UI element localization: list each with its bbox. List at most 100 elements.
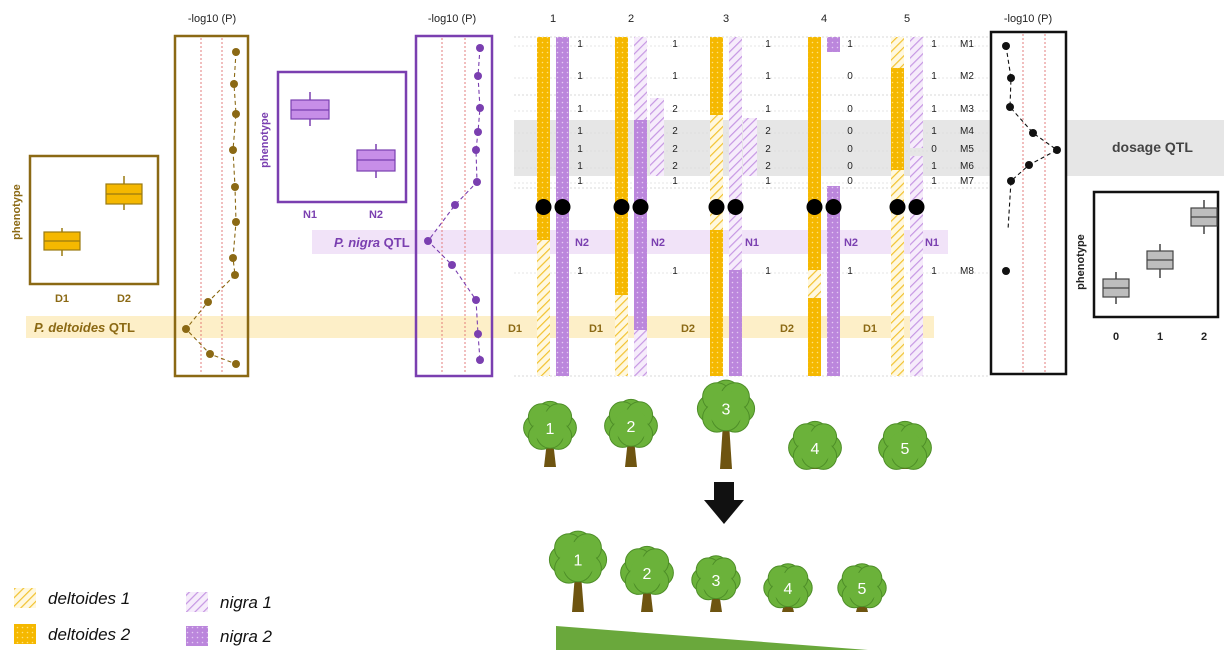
tree-number: 2: [643, 566, 652, 583]
dosage-value: 2: [672, 161, 678, 172]
dosage-x1: 1: [1157, 331, 1163, 343]
dosage-value: 1: [931, 266, 937, 277]
tree-icon: 3: [691, 555, 741, 612]
tree-icon: 4: [763, 563, 813, 612]
deltoides-x1: D1: [55, 293, 69, 305]
chromosome-pairs: [535, 37, 925, 376]
lod-point: [229, 146, 237, 154]
centromere: [727, 199, 744, 215]
dosage-value: 1: [931, 104, 937, 115]
deltoides-box-ylabel: phenotype: [11, 184, 23, 240]
marker-label: M7: [960, 176, 974, 187]
nigra-chromosome-segment: [634, 37, 647, 120]
lod-curve: [185, 51, 237, 365]
centromere: [825, 199, 842, 215]
dosage-value: 1: [765, 176, 771, 187]
dosage-value: 1: [931, 176, 937, 187]
dosage-value: 1: [931, 161, 937, 172]
lod-curve: [1005, 45, 1059, 231]
dosage-value: 1: [577, 71, 583, 82]
dosage-value: 2: [765, 144, 771, 155]
lod-point: [182, 325, 190, 333]
lod-point: [204, 298, 212, 306]
lod-point: [472, 146, 480, 154]
deltoides-chromosome-segment: [808, 298, 821, 376]
nigra-qtl-band: [312, 230, 948, 254]
nigra-allele-label: N1: [925, 237, 939, 249]
dosage-value: 1: [672, 266, 678, 277]
dosage-value: 1: [931, 126, 937, 137]
legend: deltoides 1 deltoides 2 nigra 1 nigra 2: [14, 588, 273, 646]
individual-header: 1: [550, 13, 556, 25]
tree-number: 4: [784, 581, 793, 598]
dosage-value: 1: [672, 176, 678, 187]
dosage-box-ylabel: phenotype: [1075, 234, 1087, 290]
dosage-value: 1: [847, 266, 853, 277]
marker-label: M2: [960, 71, 974, 82]
marker-label: M4: [960, 126, 974, 137]
tree-icon: 5: [837, 563, 887, 612]
dosage-value: 1: [765, 39, 771, 50]
lod-point: [474, 128, 482, 136]
deltoides-lod-plot: -log10 (P): [173, 13, 250, 378]
tree-number: 3: [722, 402, 731, 419]
lod-point: [1007, 74, 1015, 82]
lod-point: [474, 330, 482, 338]
marker-label: M5: [960, 144, 974, 155]
legend-item: nigra 1: [186, 592, 272, 612]
lod-point: [232, 110, 240, 118]
legend-label: deltoides 2: [48, 625, 131, 644]
nigra-chromosome-segment: [634, 120, 647, 330]
legend-swatch: [14, 624, 36, 644]
nigra-chromosome-segment: [827, 37, 840, 52]
centromere: [535, 199, 552, 215]
lod-point: [473, 178, 481, 186]
dosage-value: 1: [577, 39, 583, 50]
dosage-value: 1: [577, 176, 583, 187]
deltoides-plot-title: -log10 (P): [188, 13, 236, 25]
individual-header: 5: [904, 13, 910, 25]
dosage-value: 1: [672, 39, 678, 50]
individual-header: 3: [723, 13, 729, 25]
deltoides-chromosome-segment: [808, 37, 821, 270]
nigra-qtl-label: P. nigra QTL: [334, 235, 410, 250]
dosage-value: 2: [672, 126, 678, 137]
dosage-value: 2: [765, 126, 771, 137]
lod-point: [1002, 267, 1010, 275]
nigra-plot-title: -log10 (P): [428, 13, 476, 25]
dosage-value: 1: [847, 39, 853, 50]
dosage-value: 0: [847, 126, 853, 137]
dosage-value: 0: [847, 104, 853, 115]
dosage-plot-title: -log10 (P): [1004, 13, 1052, 25]
lod-point: [474, 72, 482, 80]
lod-point: [232, 218, 240, 226]
centromere: [613, 199, 630, 215]
lod-point: [230, 80, 238, 88]
dosage-qtl-band: [514, 120, 1224, 176]
deltoides-x2: D2: [117, 293, 131, 305]
tree-number: 2: [627, 419, 636, 436]
dosage-value: 0: [847, 71, 853, 82]
legend-label: nigra 2: [220, 627, 273, 646]
dosage-value: 0: [847, 144, 853, 155]
tree-number: 3: [712, 573, 721, 590]
deltoides-chromosome-segment: [891, 37, 904, 68]
legend-item: nigra 2: [186, 626, 273, 646]
legend-item: deltoides 1: [14, 588, 130, 608]
lod-point: [1007, 177, 1015, 185]
lod-point: [476, 104, 484, 112]
tree-icon: 5: [878, 420, 932, 470]
dosage-value: 1: [931, 39, 937, 50]
dosage-x2: 2: [1201, 331, 1207, 343]
deltoides-chromosome-segment: [615, 295, 628, 376]
centromere: [908, 199, 925, 215]
dosage-value: 2: [672, 104, 678, 115]
down-arrow-icon: [704, 482, 744, 524]
nigra-allele-label: N2: [575, 237, 589, 249]
marker-label: M6: [960, 161, 974, 172]
centromere: [806, 199, 823, 215]
lod-point: [232, 360, 240, 368]
